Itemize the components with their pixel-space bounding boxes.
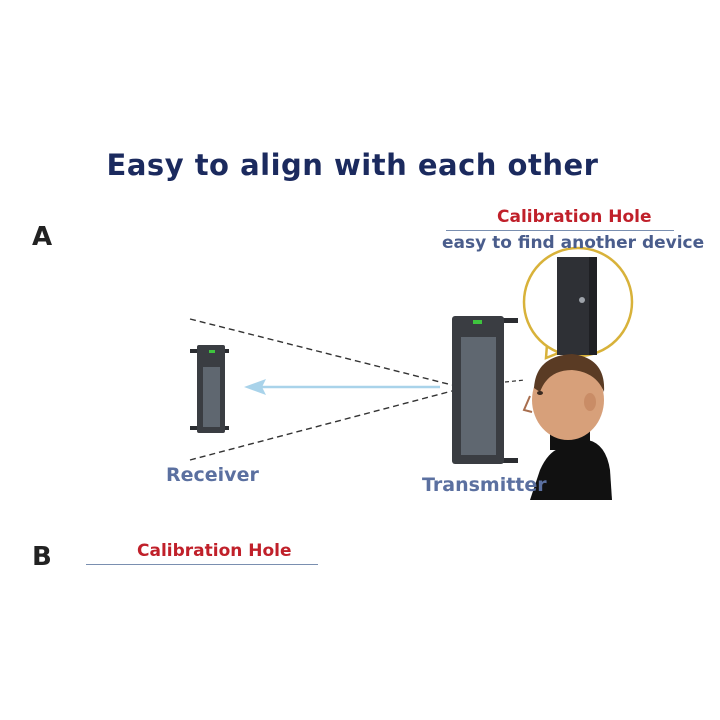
- beam-arrow: [244, 379, 440, 395]
- receiver-device: [190, 345, 229, 433]
- page-title: Easy to align with each other: [106, 148, 599, 182]
- section-a-callout-divider: [446, 230, 674, 231]
- transmitter-led: [473, 320, 482, 324]
- section-b-callout-divider: [86, 564, 318, 565]
- calibration-hole-icon: [579, 297, 585, 303]
- beam-to-person-dashed-line: [504, 379, 526, 383]
- transmitter-device: [452, 316, 518, 464]
- section-a-calibration-subtitle: easy to find another device: [442, 233, 705, 253]
- section-b-calibration-title: Calibration Hole: [137, 541, 292, 561]
- transmitter-label: Transmitter: [422, 474, 547, 496]
- beam-lower-dashed-line: [189, 390, 453, 461]
- calibration-callout: [522, 246, 634, 360]
- person-illustration: [522, 354, 612, 500]
- receiver-label: Receiver: [166, 464, 259, 486]
- section-a-calibration-title: Calibration Hole: [497, 207, 652, 227]
- section-b-letter: B: [32, 542, 52, 572]
- receiver-led: [209, 350, 215, 353]
- section-a-letter: A: [32, 222, 53, 252]
- beam-upper-dashed-line: [189, 318, 453, 386]
